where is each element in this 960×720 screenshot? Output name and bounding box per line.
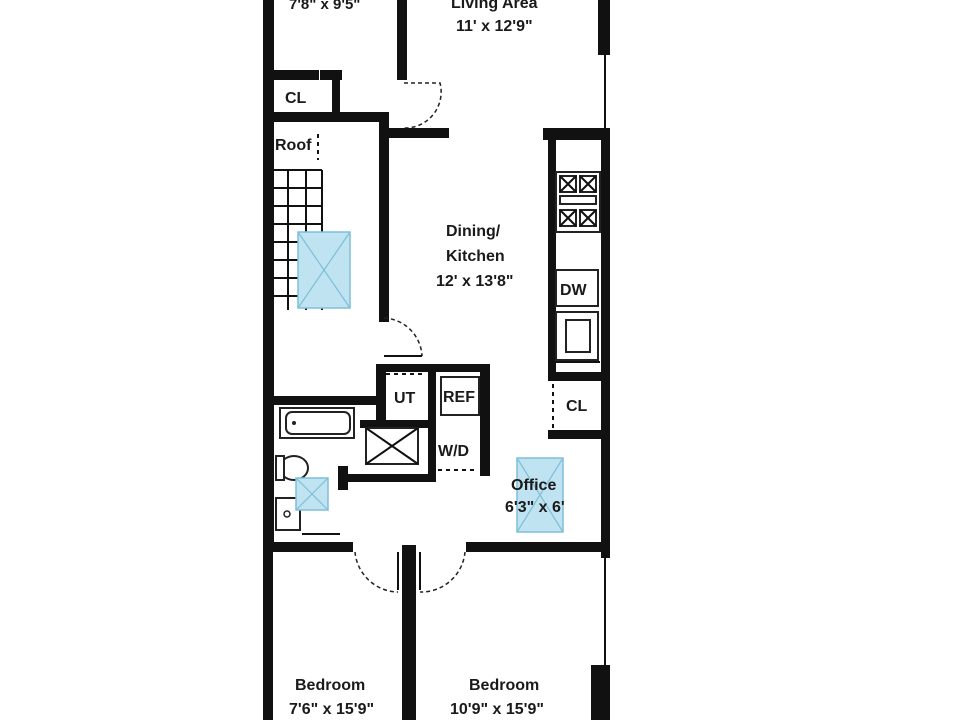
dining-kitchen-dims: 12' x 13'8": [436, 273, 513, 290]
closet-top-label: CL: [285, 90, 307, 107]
utility-label: UT: [394, 390, 416, 407]
bedroom-left-dims: 7'6" x 15'9": [289, 701, 374, 718]
bedroom-right-name: Bedroom: [469, 677, 539, 694]
right-exterior-wall-top: [598, 0, 610, 55]
left-exterior-wall-upper: [263, 0, 274, 396]
stair-door-arc: [383, 317, 423, 357]
refrigerator-label: REF: [443, 389, 475, 406]
kitchen-counter: DW: [548, 140, 601, 372]
bedroom-right-door-arc: [419, 551, 466, 593]
living-area-dims: 11' x 12'9": [456, 18, 533, 35]
dishwasher: [555, 269, 599, 307]
roof-label: Roof: [275, 137, 312, 154]
bedroom-right-dims: 10'9" x 15'9": [450, 701, 544, 718]
living-area-name: Living Area: [451, 0, 538, 12]
left-exterior-wall-bottom: [263, 551, 273, 720]
top-left-room-dims: 7'8" x 9'5": [289, 0, 360, 13]
skylight-office: [516, 457, 564, 533]
refrigerator: [440, 376, 480, 416]
right-exterior-wall-bottom: [591, 665, 610, 720]
living-door-arc: [403, 82, 442, 129]
office-dims: 6'3" x 6': [505, 499, 565, 516]
skylight-stairs: [297, 231, 351, 309]
skylight-hall: [365, 427, 419, 465]
closet-right-label: CL: [566, 398, 588, 415]
dishwasher-label: DW: [560, 282, 588, 299]
bedroom-left-name: Bedroom: [295, 677, 365, 694]
bedroom-left-door-arc: [354, 551, 399, 593]
top-left-room-walls: [274, 0, 407, 322]
core-walls: [274, 364, 490, 490]
bedroom-walls: [263, 542, 610, 720]
left-exterior-wall-lower: [263, 396, 274, 551]
bathroom-fixtures: [275, 407, 355, 535]
office-name: Office: [511, 477, 556, 494]
dining-kitchen-name-line1: Dining/: [446, 223, 501, 240]
washer-dryer-label: W/D: [438, 443, 469, 460]
dining-kitchen-name-line2: Kitchen: [446, 248, 505, 265]
exterior-walls: [263, 0, 610, 720]
skylight-bath: [295, 477, 329, 511]
right-exterior-wall-mid: [601, 128, 610, 558]
